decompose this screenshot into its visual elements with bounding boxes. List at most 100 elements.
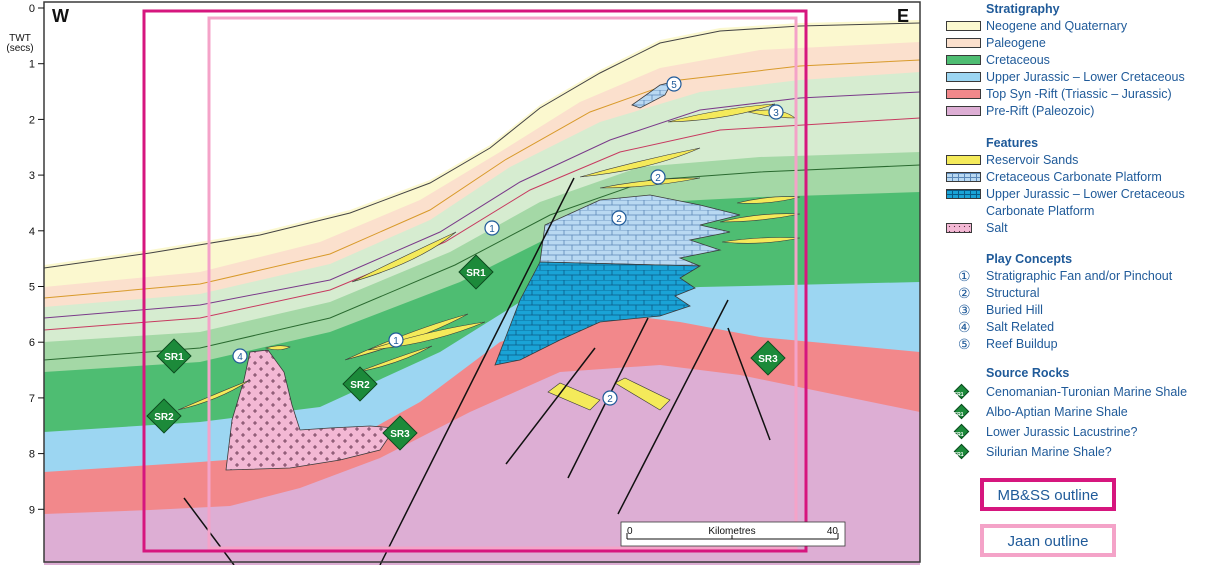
svg-text:SR1: SR1: [164, 352, 184, 363]
play-marker-circle: [388, 332, 404, 348]
play-marker-circle: [650, 169, 666, 185]
legend-heading-source-rocks: Source Rocks: [986, 366, 1070, 380]
legend-heading-features: Features: [986, 136, 1039, 150]
play-marker-circle: [768, 104, 784, 120]
play-marker-label: 5: [671, 80, 677, 91]
legend-label: Stratigraphic Fan and/or Pinchout: [986, 269, 1173, 283]
scale-unit: Kilometres: [708, 526, 755, 537]
play-marker-circle: [232, 348, 248, 364]
legend-label: Silurian Marine Shale?: [986, 445, 1112, 459]
play-marker-label: 2: [616, 214, 622, 225]
scale-start: 0: [627, 526, 633, 537]
west-label: W: [52, 6, 69, 26]
horizon-lines: [43, 22, 921, 361]
sands-swatch: [946, 155, 981, 165]
legend-label: Cretaceous: [986, 53, 1050, 67]
source-rock-marker: SR3: [750, 340, 786, 376]
legend-label: Buried Hill: [986, 303, 1043, 317]
k-platform-swatch: [946, 172, 981, 182]
j-platform-swatch: [946, 189, 981, 199]
legend-swatch: [946, 38, 981, 48]
axis-title-line2: (secs): [6, 43, 33, 54]
legend-play-number: ④: [958, 319, 971, 335]
svg-text:SR3: SR3: [390, 429, 410, 440]
scale-end: 40: [827, 526, 839, 537]
legend-label: Upper Jurassic – Lower Cretaceous: [986, 70, 1185, 84]
section-frame: [43, 1, 921, 563]
source-rock-diamond-icon: SR1: [953, 443, 970, 460]
play-marker-label: 2: [607, 394, 613, 405]
mbss-outline-box: [142, 9, 808, 553]
svg-text:SR2: SR2: [350, 380, 370, 391]
play-marker-label: 3: [773, 108, 779, 119]
legend-play-number: ⑤: [958, 336, 971, 352]
upper-jurassic-carbonate-platform: [494, 261, 702, 366]
svg-text:SR3: SR3: [758, 354, 778, 365]
axis-tick-label: 7: [29, 393, 35, 405]
source-rock-diamond-icon: SR1: [953, 403, 970, 420]
legend-label: Neogene and Quaternary: [986, 19, 1128, 33]
axis-title-line1: TWT: [9, 33, 31, 44]
axis-tick-label: 9: [29, 504, 35, 516]
axis-tick-label: 3: [29, 170, 35, 182]
play-concept-markers: 1 1 2 2 2 3 4 5: [232, 76, 784, 406]
axis-tick-label: 8: [29, 449, 35, 461]
play-marker-label: 1: [489, 224, 495, 235]
axis-tick-label: 1: [29, 59, 35, 71]
play-marker-label: 4: [237, 352, 243, 363]
legend-label: Pre-Rift (Paleozoic): [986, 104, 1095, 118]
twt-axis: 0 1 2 3 4 5 6 7 8 9: [29, 3, 44, 516]
svg-text:SR2: SR2: [154, 412, 174, 423]
legend-swatch: [946, 72, 981, 82]
source-rock-marker: SR2: [342, 366, 378, 402]
axis-tick-label: 4: [29, 226, 35, 238]
legend-heading-stratigraphy: Stratigraphy: [986, 2, 1060, 16]
play-marker-label: 2: [655, 173, 661, 184]
play-marker-circle: [611, 210, 627, 226]
legend-label: Albo-Aptian Marine Shale: [986, 405, 1128, 419]
source-rock-marker: SR1: [156, 338, 192, 374]
legend-label: Lower Jurassic Lacustrine?: [986, 425, 1138, 439]
jaan-outline-box: [207, 16, 798, 550]
play-marker-circle: [484, 220, 500, 236]
layer-pre-rift: [44, 330, 920, 565]
legend-label: Structural: [986, 286, 1040, 300]
axis-tick-label: 2: [29, 114, 35, 126]
source-rock-marker: SR2: [146, 398, 182, 434]
legend-play-number: ③: [958, 302, 971, 318]
scale-bar: 0 Kilometres 40: [620, 521, 846, 547]
legend-swatch: [946, 89, 981, 99]
svg-text:SR1: SR1: [466, 268, 486, 279]
legend-swatch: [946, 106, 981, 116]
jaan-outline-legend: Jaan outline: [980, 524, 1116, 557]
legend-label: Top Syn -Rift (Triassic – Jurassic): [986, 87, 1172, 101]
legend-play-number: ①: [958, 268, 971, 284]
legend-heading-plays: Play Concepts: [986, 252, 1073, 266]
source-rock-marker: SR1: [458, 254, 494, 290]
play-marker-circle: [666, 76, 682, 92]
layer-neogene: [44, 20, 920, 287]
source-rock-diamond-icon: SR1: [953, 383, 970, 400]
legend-label: Reef Buildup: [986, 337, 1058, 351]
source-rock-marker: SR3: [382, 415, 418, 451]
legend-label: Paleogene: [986, 36, 1046, 50]
axis-tick-label: 5: [29, 282, 35, 294]
reservoir-sands: [177, 103, 801, 411]
legend-label: Cenomanian-Turonian Marine Shale: [986, 385, 1188, 399]
east-label: E: [897, 6, 909, 26]
play-marker-label: 1: [393, 336, 399, 347]
legend-play-number: ②: [958, 285, 971, 301]
axis-tick-label: 6: [29, 337, 35, 349]
legend-label: Salt Related: [986, 320, 1055, 334]
source-rock-diamond-icon: SR1: [953, 423, 970, 440]
salt-diapir: [225, 349, 396, 471]
legend-swatch: [946, 55, 981, 65]
mbss-outline-legend: MB&SS outline: [980, 478, 1116, 511]
axis-tick-label: 0: [29, 3, 35, 15]
legend-swatch: [946, 21, 981, 31]
play-marker-circle: [602, 390, 618, 406]
layer-paleogene: [44, 40, 920, 307]
